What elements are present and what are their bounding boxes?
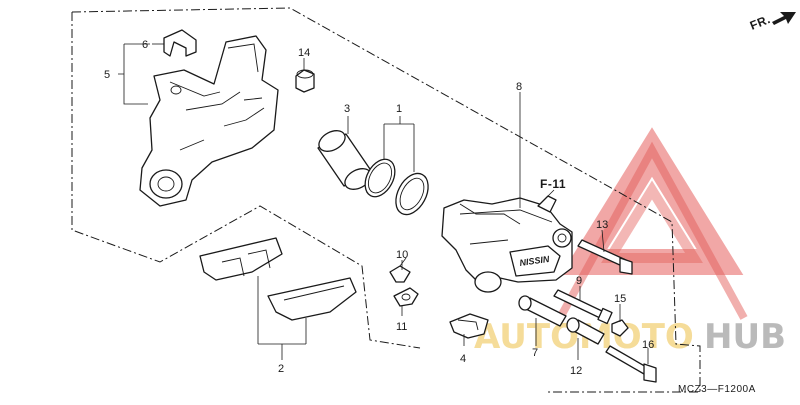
callout-9: 9 [576, 275, 582, 287]
brake-pad-inner [199, 237, 283, 281]
bracket-clip [163, 29, 197, 57]
section-reference-label: F-11 [540, 177, 566, 191]
front-marker-label: FR. [748, 12, 773, 33]
pin-bolt-9 [553, 289, 613, 325]
caliper-bracket [139, 35, 279, 207]
callout-14: 14 [298, 47, 310, 59]
pin-boot-12 [566, 317, 605, 345]
callout-6: 6 [142, 39, 148, 51]
callout-4: 4 [460, 353, 466, 365]
assembly-boundary [71, 7, 701, 393]
watermark-text-hub: HUB [704, 317, 786, 357]
callout-10: 10 [396, 249, 408, 261]
pin-boot-7 [518, 295, 567, 327]
callout-labels: 6 5 14 3 1 8 F-11 13 10 9 15 11 7 4 16 1… [104, 39, 654, 377]
pad-retainer [449, 313, 489, 339]
callout-16: 16 [642, 339, 654, 351]
callout-1: 1 [396, 103, 402, 115]
callout-13: 13 [596, 219, 608, 231]
callout-12: 12 [570, 365, 582, 377]
mount-bolt-16 [605, 345, 657, 383]
watermark-logo-triangle [556, 127, 748, 320]
caliper-brand-label: NISSIN [519, 254, 551, 268]
caliper-body: NISSIN [441, 195, 573, 293]
piston-seals [364, 158, 429, 216]
callout-11: 11 [396, 321, 407, 333]
front-arrow-icon [772, 12, 796, 25]
front-direction-marker: FR. [748, 12, 796, 33]
callout-8: 8 [516, 81, 522, 93]
callout-3: 3 [344, 103, 350, 115]
figure-code: MCZ3—F1200A [678, 384, 756, 395]
callout-5: 5 [104, 69, 110, 81]
bleeder-valve [389, 257, 411, 283]
callout-2: 2 [278, 363, 284, 375]
brake-pad-outer [267, 277, 357, 321]
callout-7: 7 [532, 347, 538, 359]
leader-lines [118, 43, 649, 364]
bleeder-cap [295, 69, 315, 93]
caliper-bolt-13 [577, 239, 633, 275]
pad-spring [393, 287, 419, 307]
callout-15: 15 [614, 293, 626, 305]
caliper-piston [317, 130, 373, 190]
